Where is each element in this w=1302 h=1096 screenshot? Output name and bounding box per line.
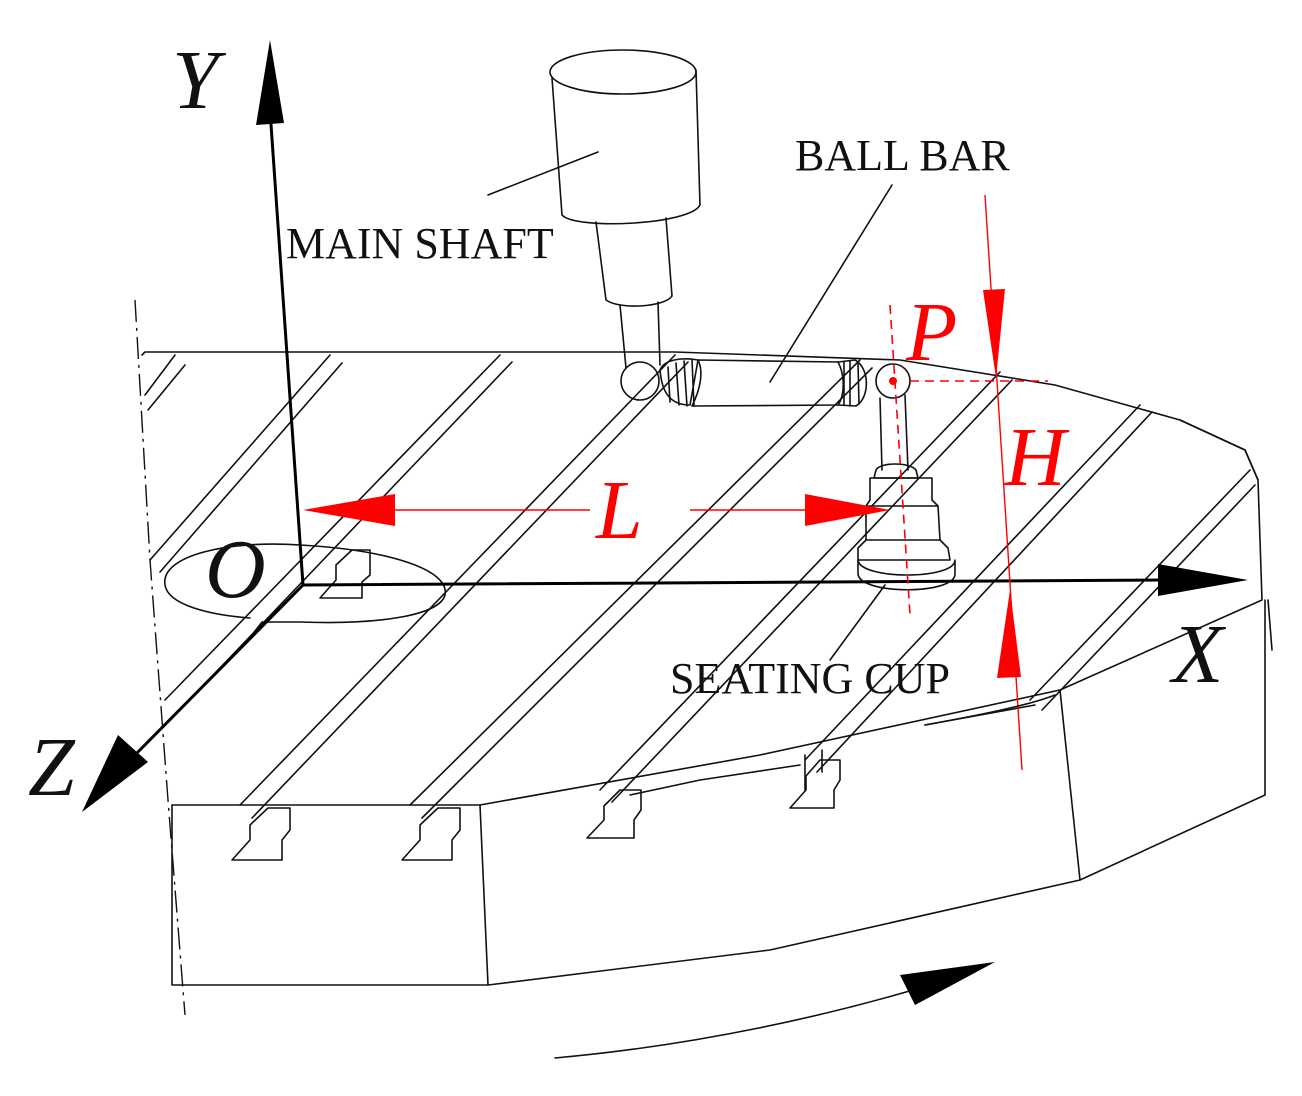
right-break-line [1267,599,1273,651]
table-front-edge-2 [1059,689,1081,881]
cup-stem [879,394,909,471]
spindle-step [595,217,673,307]
p-arrow [983,289,1005,378]
rotation-arc [554,984,931,1059]
y-axis-arrow [256,40,284,125]
z-axis-label: Z [28,721,76,814]
dimension-annotations: P H L [303,194,1070,771]
x-axis-line [301,578,1167,587]
coordinate-axes: Y X Z O [28,34,1248,814]
main-shaft: MAIN SHAFT [286,49,701,401]
p-label: P [905,286,957,379]
t-slot-heads [231,549,841,861]
spindle-ball [620,361,660,401]
main-shaft-label: MAIN SHAFT [286,219,554,268]
ball-bar-label: BALL BAR [795,131,1010,180]
h-arrow [997,590,1021,678]
main-shaft-leader [487,151,599,196]
l-arrow-left [303,494,395,526]
l-label: L [595,464,643,557]
spindle-housing-top [549,49,697,95]
seating-cup-leader [829,584,886,661]
table-front-edge-1 [479,804,489,986]
ball-bar-left-cap [659,358,699,406]
ball-centre-vertical-line [889,304,911,616]
cup-collar [873,463,919,479]
y-axis-label: Y [172,34,227,127]
rotation-arrow-head [900,962,995,1005]
x-axis-label: X [1169,608,1227,701]
cup-base [857,559,956,591]
table-front-face [171,599,1266,986]
origin-ellipse [164,543,446,641]
tool-holder [619,301,661,369]
seating-cup-label: SEATING CUP [670,654,950,703]
y-axis-line [268,108,305,587]
origin-label: O [205,523,266,616]
z-axis-arrow [82,735,148,812]
h-label: H [1004,411,1070,504]
rotary-table [134,299,1273,1016]
l-arrow-right [805,494,890,526]
spindle-housing [551,69,701,225]
table-right-chamfer [1179,419,1259,481]
x-axis-arrow [1158,564,1248,596]
z-axis-line [128,583,305,762]
ball-bar-leader [769,184,893,383]
left-break-line [134,299,186,1016]
ball-bar: BALL BAR [659,131,1010,407]
rotation-indicator [554,694,1056,1059]
seating-cup: SEATING CUP [670,394,956,703]
ball-bar-right-cap [837,359,868,407]
t-slot-grooves [144,354,1256,819]
table-surface-arc [924,694,1056,726]
table-top-outline [141,351,1263,806]
